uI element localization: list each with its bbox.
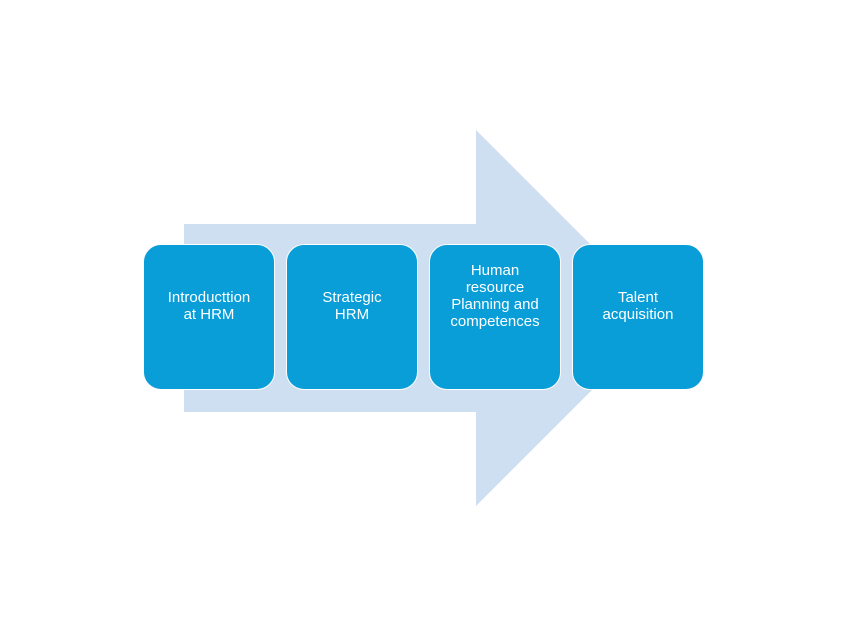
step-box-1: Introducttion at HRM bbox=[143, 244, 275, 390]
step-label-2: Strategic HRM bbox=[322, 289, 382, 323]
step-label-4: Talent acquisition bbox=[602, 289, 674, 323]
step-box-4: Talent acquisition bbox=[572, 244, 704, 390]
step-label-1: Introducttion at HRM bbox=[167, 289, 251, 323]
step-box-2: Strategic HRM bbox=[286, 244, 418, 390]
step-box-3: Human resource Planning and competences bbox=[429, 244, 561, 390]
arrow-shape bbox=[184, 130, 664, 506]
step-label-3: Human resource Planning and competences bbox=[450, 262, 540, 330]
